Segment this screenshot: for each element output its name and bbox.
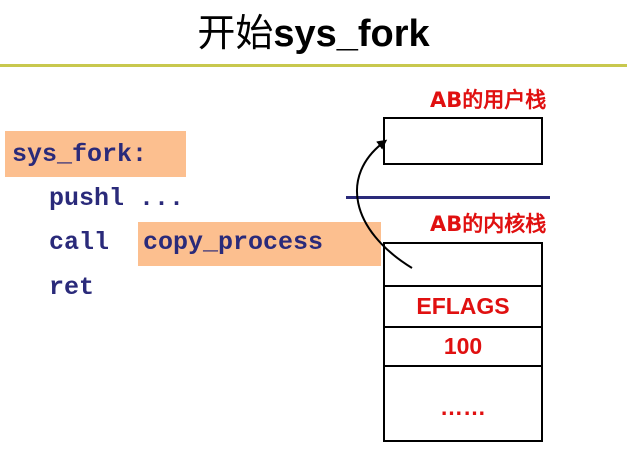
title-main: sys_fork [273, 13, 430, 55]
kernel-stack-label: AB的内核栈 [430, 212, 547, 236]
kernel-stack-cell-100: 100 [385, 328, 541, 367]
code-line-pushl: pushl ... [49, 184, 185, 213]
user-kernel-divider [346, 196, 550, 199]
user-stack-label: AB的用户栈 [430, 88, 547, 112]
code-call-instruction: call [49, 228, 110, 257]
kernel-stack-box: EFLAGS 100 …… [383, 242, 543, 442]
slide-title: 开始sys_fork [0, 8, 627, 58]
copy-process-highlight [138, 222, 381, 266]
title-underline [0, 64, 627, 67]
label-highlight [5, 131, 186, 177]
title-prefix: 开始 [197, 11, 274, 55]
kernel-stack-cell-ellipsis: …… [440, 394, 486, 420]
kernel-stack-cell-top [385, 244, 541, 287]
code-line-ret: ret [49, 273, 95, 302]
user-stack-box [383, 117, 543, 165]
code-call-target: copy_process [143, 228, 324, 257]
kernel-stack-cell-eflags: EFLAGS [385, 287, 541, 328]
code-label-sys-fork: sys_fork: [12, 140, 148, 169]
